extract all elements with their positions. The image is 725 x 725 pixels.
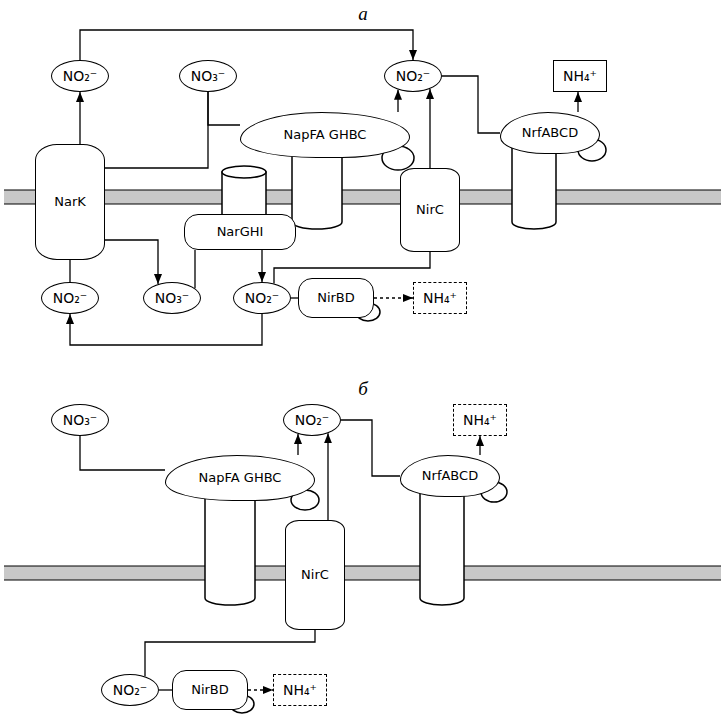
arrow-connector bbox=[159, 689, 172, 690]
membrane-band bbox=[4, 190, 721, 204]
arrow-connector bbox=[248, 689, 273, 690]
node-label: NO₃⁻ bbox=[63, 412, 98, 428]
node-label: NH₄⁺ bbox=[463, 412, 497, 428]
arrow-connector bbox=[374, 297, 413, 298]
arrow-connector bbox=[397, 90, 398, 112]
node-label: NirC bbox=[301, 568, 329, 583]
arrow-connector bbox=[577, 92, 578, 112]
node-label: NirBD bbox=[317, 291, 355, 306]
ion-box: NH₄⁺ bbox=[553, 60, 607, 92]
arrow-connector bbox=[80, 30, 413, 60]
arrow-connector bbox=[69, 260, 70, 282]
protein-complex: NrfABCD bbox=[400, 455, 500, 497]
arrow-connector bbox=[479, 436, 480, 455]
node-label: NirBD bbox=[191, 683, 229, 698]
membrane-edge bbox=[4, 203, 721, 204]
ion-oval: NO₂⁻ bbox=[51, 60, 109, 92]
ion-box-dashed: NH₄⁺ bbox=[453, 404, 507, 436]
arrow-connector bbox=[297, 434, 298, 455]
panel-label: а bbox=[358, 4, 368, 23]
transmembrane-domain bbox=[222, 166, 266, 178]
membrane-edge bbox=[4, 565, 721, 566]
membrane-edge bbox=[4, 189, 721, 190]
node-label: NO₂⁻ bbox=[295, 412, 330, 428]
membrane-band bbox=[4, 566, 721, 580]
arrow-connector bbox=[79, 92, 80, 144]
arrow-connector bbox=[261, 250, 262, 282]
arrow-connector bbox=[194, 250, 195, 288]
node-label: NO₂⁻ bbox=[245, 290, 280, 306]
node-label: NirC bbox=[416, 203, 444, 218]
node-label: NO₂⁻ bbox=[396, 68, 431, 84]
ion-oval: NO₃⁻ bbox=[179, 60, 237, 92]
transmembrane-domain bbox=[292, 150, 342, 229]
node-label: NO₃⁻ bbox=[191, 68, 226, 84]
ion-oval: NO₂⁻ bbox=[101, 674, 159, 706]
arrow-connector bbox=[105, 240, 158, 284]
node-label: NH₄⁺ bbox=[423, 290, 457, 306]
ion-oval: NO₂⁻ bbox=[233, 282, 291, 314]
ion-oval: NO₃⁻ bbox=[143, 282, 201, 314]
protein-complex: NapFA GHBC bbox=[240, 112, 410, 158]
membrane-edge bbox=[4, 579, 721, 580]
node-label: NarK bbox=[54, 195, 86, 210]
ion-oval: NO₂⁻ bbox=[41, 282, 99, 314]
panel-label: б bbox=[358, 379, 368, 398]
arrow-connector bbox=[105, 92, 208, 168]
node-label: NO₂⁻ bbox=[113, 682, 148, 698]
arrow-connector bbox=[442, 76, 500, 133]
node-label: NapFA GHBC bbox=[284, 128, 367, 143]
ion-oval: NO₃⁻ bbox=[51, 404, 109, 436]
transporter-cylinder: NirC bbox=[285, 520, 345, 630]
ion-oval: NO₂⁻ bbox=[283, 404, 341, 436]
node-label: NarGHI bbox=[217, 225, 264, 240]
protein-complex: NarGHI bbox=[184, 214, 296, 250]
protein-complex: NirBD bbox=[298, 278, 374, 318]
protein-complex: NirBD bbox=[172, 670, 248, 710]
arrow-connector bbox=[341, 420, 400, 476]
transmembrane-domain bbox=[205, 495, 255, 605]
ion-box-dashed: NH₄⁺ bbox=[413, 282, 467, 314]
transporter: NarK bbox=[35, 144, 105, 260]
node-label: NO₃⁻ bbox=[155, 290, 190, 306]
transmembrane-domain bbox=[420, 490, 464, 605]
node-label: NO₂⁻ bbox=[63, 68, 98, 84]
ion-oval: NO₂⁻ bbox=[384, 60, 442, 92]
ion-box-dashed: NH₄⁺ bbox=[273, 674, 327, 706]
arrow-connector bbox=[327, 433, 328, 520]
arrow-connector bbox=[429, 89, 430, 168]
transporter-cylinder: NirC bbox=[400, 168, 460, 252]
transmembrane-domain bbox=[512, 148, 556, 229]
node-label: NrfABCD bbox=[522, 126, 578, 141]
protein-complex: NapFA GHBC bbox=[165, 455, 315, 501]
node-label: NapFA GHBC bbox=[199, 471, 282, 486]
arrow-connector bbox=[291, 297, 298, 298]
arrow-connector bbox=[208, 92, 240, 125]
node-label: NO₂⁻ bbox=[53, 290, 88, 306]
node-label: NH₄⁺ bbox=[563, 68, 597, 84]
arrow-connector bbox=[80, 436, 165, 470]
node-label: NrfABCD bbox=[422, 469, 478, 484]
node-label: NH₄⁺ bbox=[283, 682, 317, 698]
protein-complex: NrfABCD bbox=[500, 112, 600, 154]
arrow-connector bbox=[70, 314, 262, 345]
